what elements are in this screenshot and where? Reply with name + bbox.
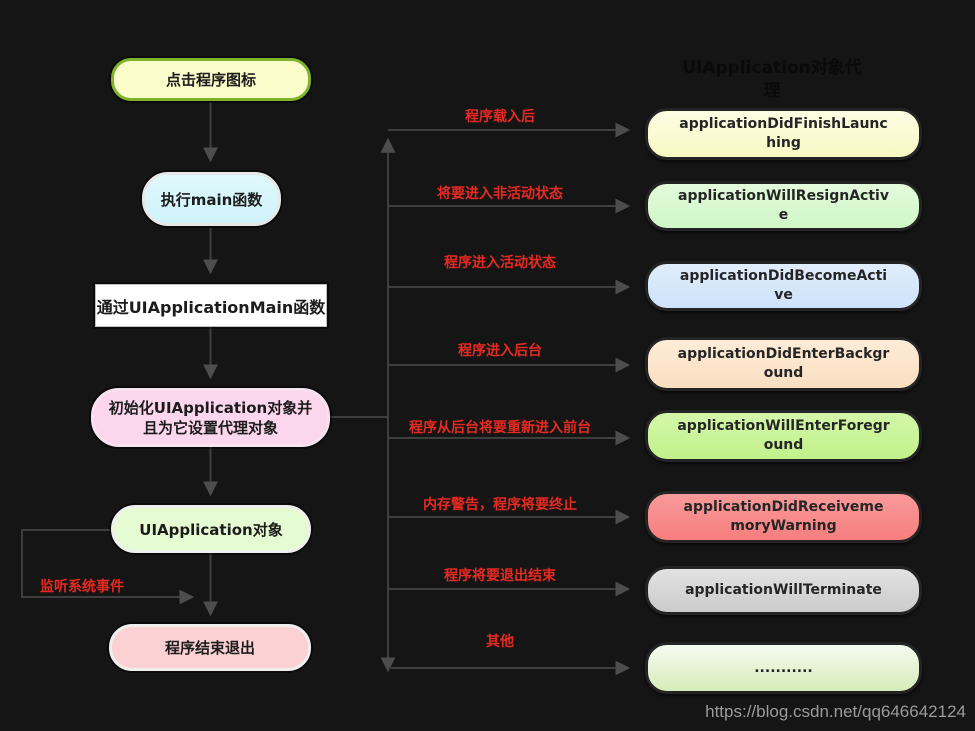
delegate-did-receive-memory-warning: applicationDidReceivememoryWarning [645, 491, 922, 543]
transition-label-will-become-inactive: 将要进入非活动状态 [437, 186, 563, 202]
arrow-listen-loop [21, 529, 195, 605]
transition-label-reenter-foreground: 程序从后台将要重新进入前台 [409, 420, 591, 436]
transition-label-will-exit: 程序将要退出结束 [444, 568, 556, 584]
node-run-main: 执行main函数 [142, 172, 281, 226]
node-uiapplicationmain: 通过UIApplicationMain函数 [95, 284, 327, 327]
delegate-did-enter-background: applicationDidEnterBackground [645, 337, 922, 391]
delegate-column-title: UIApplication对象代理 [682, 58, 862, 101]
transition-label-memory-warning: 内存警告，程序将要终止 [423, 497, 577, 513]
node-app-exit: 程序结束退出 [109, 624, 311, 671]
delegate-will-terminate: applicationWillTerminate [645, 566, 922, 615]
transition-label-after-load: 程序载入后 [465, 109, 535, 125]
node-click-app-icon: 点击程序图标 [111, 58, 311, 101]
delegate-other-ellipsis: ........... [645, 642, 922, 694]
loop-label-listen-system-events: 监听系统事件 [40, 579, 124, 595]
node-init-uiapplication: 初始化UIApplication对象并且为它设置代理对象 [91, 388, 330, 447]
transition-label-other: 其他 [486, 634, 514, 650]
delegate-will-resign-active: applicationWillResignActive [645, 181, 922, 231]
transition-label-enters-background: 程序进入后台 [458, 343, 542, 359]
delegate-will-enter-foreground: applicationWillEnterForeground [645, 410, 922, 462]
delegate-did-finish-launching: applicationDidFinishLaunching [645, 108, 922, 160]
node-uiapplication-object: UIApplication对象 [111, 505, 311, 553]
delegate-did-become-active: applicationDidBecomeActive [645, 261, 922, 311]
transition-label-becomes-active: 程序进入活动状态 [444, 255, 556, 271]
watermark-url: https://blog.csdn.net/qq646642124 [705, 702, 966, 721]
